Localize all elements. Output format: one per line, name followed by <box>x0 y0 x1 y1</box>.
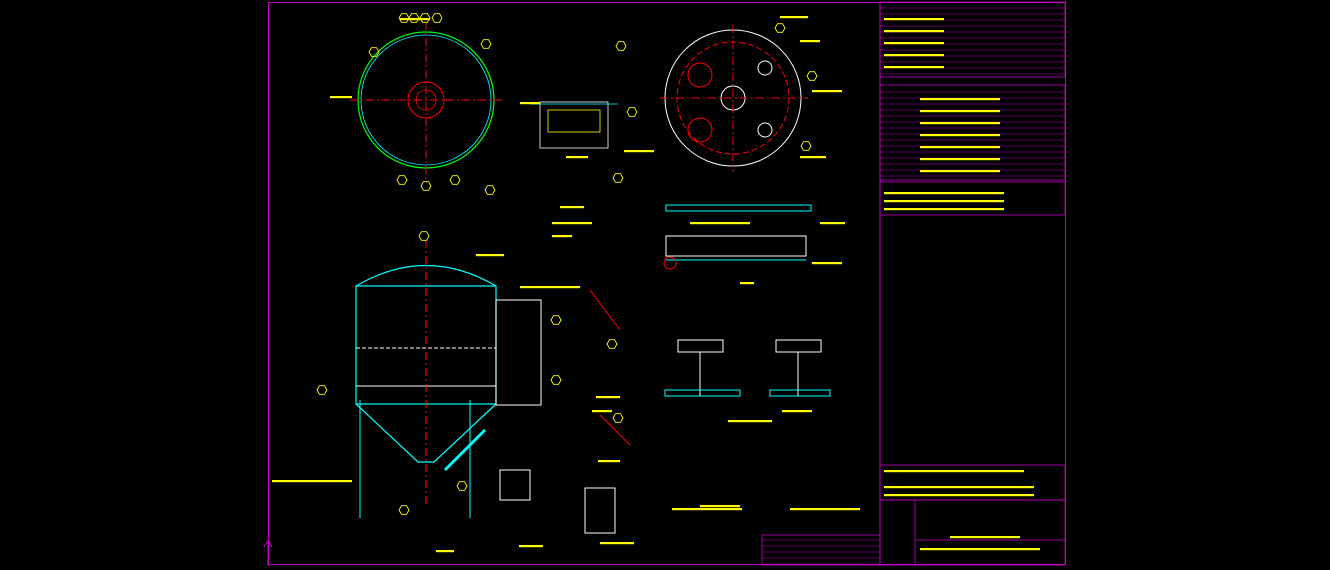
annotation-text-bar <box>884 470 1024 473</box>
annotation-text-bar <box>812 90 842 93</box>
balloon-marker <box>612 173 624 183</box>
balloon-marker <box>550 375 562 385</box>
annotation-text-bar <box>820 222 845 225</box>
annotation-text-bar <box>520 102 540 105</box>
annotation-text-bar <box>884 66 944 69</box>
parts-table <box>761 1 1066 566</box>
flange-side-views <box>663 204 812 270</box>
table-rows <box>762 7 1065 565</box>
balloon-marker <box>626 107 638 117</box>
annotation-text-bar <box>920 134 1000 137</box>
elevation-section <box>355 240 542 518</box>
balloon-marker <box>612 413 624 423</box>
annotation-text-bar <box>812 262 842 265</box>
annotation-text-bar <box>950 536 1020 539</box>
annotation-text-bar <box>436 550 454 553</box>
annotation-text-bar <box>690 222 750 225</box>
balloon-marker <box>398 13 410 23</box>
balloon-marker <box>484 185 496 195</box>
balloon-marker <box>396 175 408 185</box>
annotation-text-bar <box>598 460 620 463</box>
balloon-marker <box>606 339 618 349</box>
flange-plan-view <box>660 25 808 172</box>
annotation-text-bar <box>884 42 944 45</box>
balloon-marker <box>449 175 461 185</box>
detail-sections <box>499 289 831 534</box>
top-view-vessel <box>350 22 502 180</box>
lid-section-view <box>530 101 618 149</box>
annotation-text-bar <box>566 156 588 159</box>
balloon-marker <box>398 505 410 515</box>
annotation-text-bar <box>624 150 654 153</box>
annotation-text-bar <box>884 18 944 21</box>
balloon-marker <box>316 385 328 395</box>
annotation-text-bar <box>800 40 820 43</box>
annotation-text-bar <box>884 208 1004 211</box>
annotation-text-bar <box>884 192 1004 195</box>
balloon-marker <box>456 481 468 491</box>
annotation-text-bar <box>400 18 430 21</box>
ucs-icon <box>261 538 275 566</box>
balloon-marker <box>550 315 562 325</box>
annotation-text-bar <box>920 98 1000 101</box>
annotation-text-bar <box>728 420 772 423</box>
balloon-marker <box>408 13 420 23</box>
balloon-marker <box>774 23 786 33</box>
annotation-text-bar <box>552 222 592 225</box>
balloon-marker <box>480 39 492 49</box>
annotation-text-bar <box>596 396 620 399</box>
balloon-marker <box>431 13 443 23</box>
annotation-text-bar <box>884 30 944 33</box>
annotation-text-bar <box>782 410 812 413</box>
annotation-text-bar <box>476 254 504 257</box>
balloon-marker <box>419 13 431 23</box>
balloon-marker <box>420 181 432 191</box>
annotation-text-bar <box>600 542 634 545</box>
annotation-text-bar <box>560 206 584 209</box>
balloon-marker <box>418 231 430 241</box>
drawing-frame <box>268 2 1066 565</box>
annotation-text-bar <box>780 16 808 19</box>
annotation-text-bar <box>592 410 612 413</box>
annotation-text-bar <box>740 282 754 285</box>
annotation-text-bar <box>920 158 1000 161</box>
text-annotations <box>272 13 1040 553</box>
annotation-text-bar <box>520 286 580 289</box>
annotation-text-bar <box>920 548 1040 551</box>
annotation-text-bar <box>920 170 1000 173</box>
annotation-text-bar <box>790 508 860 511</box>
annotation-text-bar <box>552 235 572 238</box>
annotation-text-bar <box>884 486 1034 489</box>
annotation-text-bar <box>884 54 944 57</box>
annotation-text-bar <box>272 480 352 483</box>
balloon-marker <box>615 41 627 51</box>
annotation-text-bar <box>700 505 740 508</box>
annotation-text-bar <box>920 146 1000 149</box>
annotation-text-bar <box>920 110 1000 113</box>
annotation-text-bar <box>800 156 826 159</box>
annotation-text-bar <box>519 545 543 548</box>
annotation-text-bar <box>884 200 1004 203</box>
balloon-marker <box>800 141 812 151</box>
annotation-text-bar <box>672 508 742 511</box>
annotation-text-bar <box>884 494 1034 497</box>
annotation-text-bar <box>330 96 352 99</box>
annotation-text-bar <box>920 122 1000 125</box>
balloon-marker <box>806 71 818 81</box>
balloon-marker <box>368 47 380 57</box>
